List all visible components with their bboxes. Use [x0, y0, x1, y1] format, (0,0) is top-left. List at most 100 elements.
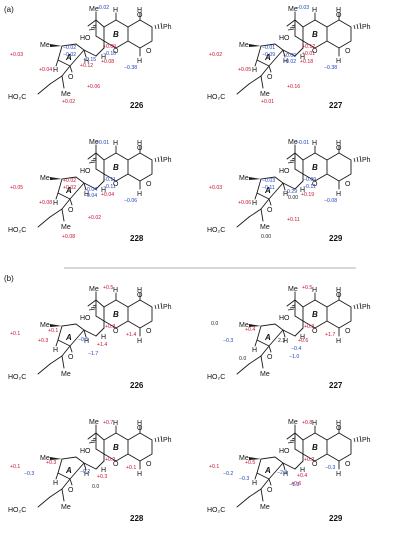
shift-value: −0.03 — [296, 5, 309, 11]
shift-value: +0.4 — [297, 473, 307, 479]
shift-value: −0.38 — [324, 65, 337, 71]
shift-value: +0.02 — [209, 52, 222, 58]
shift-value: +0.3 — [105, 324, 115, 330]
ring-a-label: A — [65, 466, 72, 475]
atom-oxygen: O — [267, 207, 273, 214]
atom-oxygen: O — [137, 425, 143, 432]
atom-h-ring-b: H — [137, 140, 142, 147]
atom-phenyl: Ph — [362, 437, 371, 444]
ring-a-label: A — [264, 333, 271, 342]
structure-skeleton — [37, 11, 163, 95]
atom-h-ring-b: H — [137, 338, 142, 345]
atom-methyl: Me — [40, 42, 50, 49]
atom-h-ring-a: H — [53, 347, 58, 354]
atom-oxygen: O — [345, 48, 351, 55]
shift-value: 0.00 — [288, 195, 298, 201]
shift-value: 0.0 — [211, 321, 218, 327]
atom-hydroxyl: HO — [80, 448, 91, 455]
shift-value: +0.6 — [291, 481, 301, 487]
shift-value: +0.04 — [101, 192, 114, 198]
compound-number: 229 — [329, 514, 343, 523]
atom-carboxylic-acid: HO₂C — [207, 507, 225, 514]
ring-b-label: B — [312, 443, 318, 452]
atom-h-ring-b: H — [336, 338, 341, 345]
atom-oxygen: O — [113, 48, 119, 55]
atom-carboxylic-acid: HO₂C — [8, 94, 26, 101]
shift-value: −0.3 — [325, 465, 335, 471]
atom-hydroxyl: HO — [279, 448, 290, 455]
atom-oxygen: O — [267, 354, 273, 361]
shift-value: +0.6 — [298, 338, 308, 344]
shift-value: −0.06 — [124, 198, 137, 204]
shift-value: −0.03 — [262, 178, 275, 184]
shift-value: +0.05 — [10, 185, 23, 191]
atom-oxygen: O — [113, 181, 119, 188]
atom-h-ring-b: H — [336, 287, 341, 294]
shift-value: 0.00 — [261, 234, 271, 240]
atom-h-ring-a: H — [252, 347, 257, 354]
atom-carboxylic-acid: HO₂C — [207, 227, 225, 234]
ring-b-label: B — [312, 30, 318, 39]
atom-h-ring-a: H — [53, 200, 58, 207]
atom-h-ring-b: H — [336, 7, 341, 14]
shift-value: −0.09 — [303, 177, 316, 183]
shift-value: +0.5 — [302, 285, 312, 291]
atom-methyl: Me — [89, 6, 99, 13]
atom-h-ring-b: H — [312, 7, 317, 14]
shift-value: +0.12 — [302, 44, 315, 50]
atom-oxygen: O — [68, 207, 74, 214]
atom-h-ring-a: H — [283, 58, 288, 65]
ring-a-label: A — [264, 53, 271, 62]
shift-value: −0.11 — [303, 184, 316, 190]
structure-skeleton — [236, 11, 362, 95]
atom-phenyl: Ph — [163, 304, 172, 311]
shift-value: +0.08 — [62, 234, 75, 240]
atom-h-ring-a: H — [53, 67, 58, 74]
atom-h-ring-b: H — [312, 420, 317, 427]
atom-h-ring-a: H — [84, 191, 89, 198]
atom-h-ring-a: H — [84, 338, 89, 345]
shift-value: 0.0 — [92, 484, 99, 490]
atom-h: H — [101, 187, 106, 194]
atom-oxygen: O — [146, 328, 152, 335]
atom-methyl: Me — [61, 371, 71, 378]
atom-oxygen: O — [68, 74, 74, 81]
shift-value: +0.05 — [238, 67, 251, 73]
shift-value: −0.11 — [103, 177, 116, 183]
compound-number: 228 — [130, 234, 144, 243]
atom-carboxylic-acid: HO₂C — [8, 374, 26, 381]
shift-value: +0.1 — [126, 465, 136, 471]
atom-methyl: Me — [260, 371, 270, 378]
shift-value: −1.3 — [289, 482, 299, 488]
atom-oxygen: O — [336, 12, 342, 19]
atom-methyl: Me — [260, 504, 270, 511]
atom-h: H — [300, 187, 305, 194]
atom-carboxylic-acid: HO₂C — [8, 507, 26, 514]
atom-oxygen: O — [267, 487, 273, 494]
atom-h: H — [300, 334, 305, 341]
ring-a-label: A — [264, 466, 271, 475]
atom-methyl: Me — [61, 504, 71, 511]
shift-value: +0.01 — [302, 51, 315, 57]
atom-methyl: Me — [89, 139, 99, 146]
shift-value: −0.11 — [262, 185, 275, 191]
atom-phenyl: Ph — [362, 304, 371, 311]
atom-oxygen: O — [345, 181, 351, 188]
shift-value: −0.09 — [283, 53, 296, 59]
shift-value: +0.1 — [48, 328, 58, 334]
atom-h: H — [300, 54, 305, 61]
atom-h-ring-b: H — [113, 140, 118, 147]
atom-oxygen: O — [336, 425, 342, 432]
atom-h-ring-b: H — [137, 471, 142, 478]
shift-value: +1.7 — [325, 332, 335, 338]
atom-oxygen: O — [137, 145, 143, 152]
atom-methyl: Me — [40, 455, 50, 462]
shift-value: +0.2 — [105, 457, 115, 463]
shift-value: +0.02 — [63, 178, 76, 184]
atom-h-ring-a: H — [252, 200, 257, 207]
shift-value: +0.09 — [103, 44, 116, 50]
atom-methyl: Me — [260, 224, 270, 231]
